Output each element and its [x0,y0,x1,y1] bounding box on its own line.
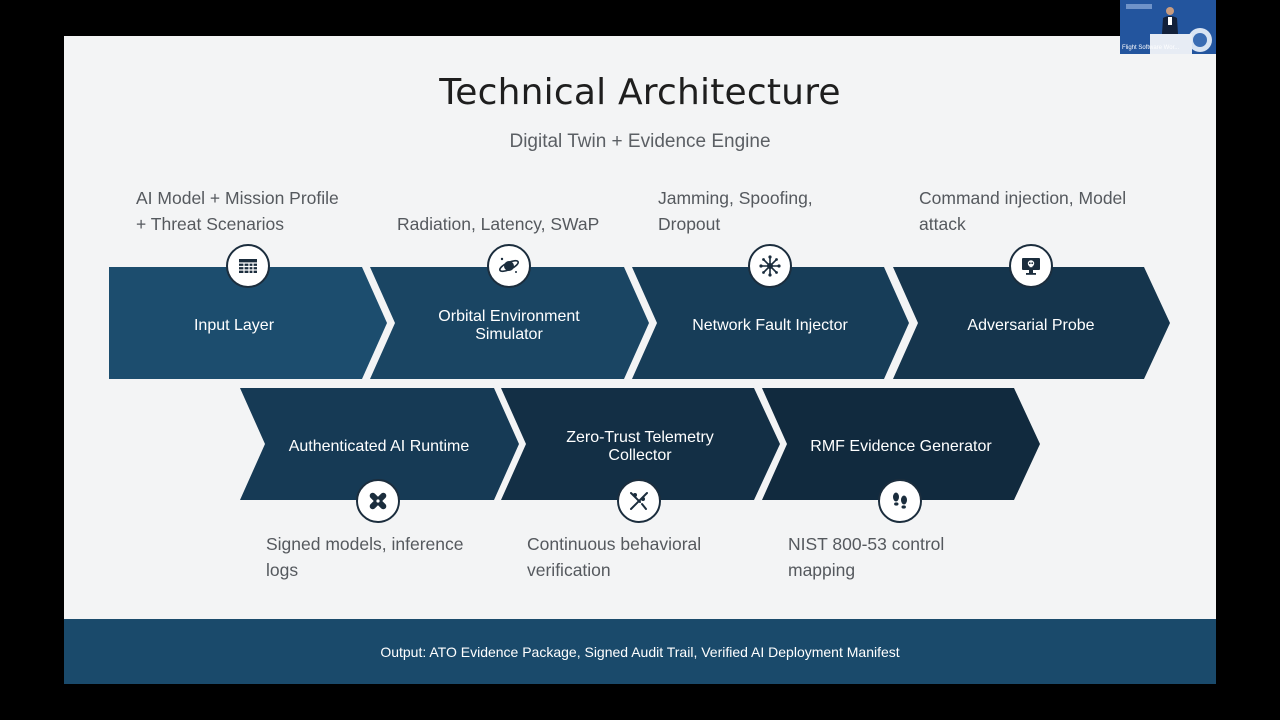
speaker-figure [1120,0,1216,54]
chevron-input-layer [109,267,387,379]
caption-authenticated-runtime: Signed models, inference logs [266,531,463,583]
step-label-line: Simulator [475,326,543,343]
caption-line: AI Model + Mission Profile [136,188,339,208]
step-label-line: Collector [608,447,672,464]
caption-zero-trust-collector: Continuous behavioral verification [527,531,701,583]
output-footer-banner: Output: ATO Evidence Package, Signed Aud… [64,619,1216,684]
caption-line: Continuous behavioral [527,534,702,554]
table-icon [226,244,270,288]
bandage-icon [356,479,400,523]
footer-text: Output: ATO Evidence Package, Signed Aud… [380,643,900,660]
caption-line: mapping [788,560,856,580]
chevron-adversarial-probe [893,267,1170,379]
caption-line: Dropout [658,214,721,234]
chevron-label-adversarial-probe: Adversarial Probe [931,267,1131,385]
step-label: Adversarial Probe [967,317,1095,334]
chevron-label-zero-trust-collector: Zero-Trust Telemetry Collector [540,388,740,506]
chevron-flow-diagram [109,267,1170,500]
caption-orbital-simulator: Radiation, Latency, SWaP [397,211,599,237]
slide: Technical Architecture Digital Twin + Ev… [64,36,1216,684]
chevron-rmf-evidence [762,388,1040,500]
caption-line: + Threat Scenarios [136,214,285,234]
network-icon [748,244,792,288]
caption-line: attack [919,214,966,234]
step-label: Network Fault Injector [692,317,848,334]
footprints-icon [878,479,922,523]
step-label-line: Zero-Trust Telemetry [566,429,714,446]
caption-line: Signed models, inference [266,534,464,554]
caption-line: NIST 800-53 control [788,534,945,554]
caption-line: Radiation, Latency, SWaP [397,214,600,234]
orbit-icon [487,244,531,288]
chevron-label-authenticated-runtime: Authenticated AI Runtime [278,388,480,506]
caption-network-fault: Jamming, Spoofing, Dropout [658,185,813,237]
chevron-network-fault [632,267,909,379]
speaker-video-thumbnail[interactable]: Flight Software Wor... [1120,0,1216,54]
chevron-zero-trust-collector [501,388,780,500]
step-label: Authenticated AI Runtime [288,438,470,455]
monitor-skull-icon [1009,244,1053,288]
chevron-label-network-fault: Network Fault Injector [670,267,870,385]
caption-input-layer: AI Model + Mission Profile + Threat Scen… [136,185,339,237]
chevron-label-orbital-simulator: Orbital Environment Simulator [409,267,609,385]
caption-line: logs [266,560,299,580]
fencing-icon [617,479,661,523]
step-label-line: Orbital Environment [438,308,580,325]
chevron-authenticated-runtime [240,388,519,500]
video-caption: Flight Software Wor... [1122,45,1180,51]
chevron-label-rmf-evidence: RMF Evidence Generator [801,388,1001,506]
slide-subtitle: Digital Twin + Evidence Engine [509,131,771,152]
chevron-orbital-simulator [370,267,649,379]
step-label: RMF Evidence Generator [810,438,992,455]
slide-title: Technical Architecture [439,72,841,113]
chevron-label-input-layer: Input Layer [136,267,332,385]
caption-adversarial-probe: Command injection, Model attack [919,185,1126,237]
step-label: Input Layer [193,317,275,334]
caption-line: verification [527,560,611,580]
caption-line: Jamming, Spoofing, [658,188,813,208]
caption-line: Command injection, Model [919,188,1127,208]
caption-rmf-evidence: NIST 800-53 control mapping [788,531,944,583]
